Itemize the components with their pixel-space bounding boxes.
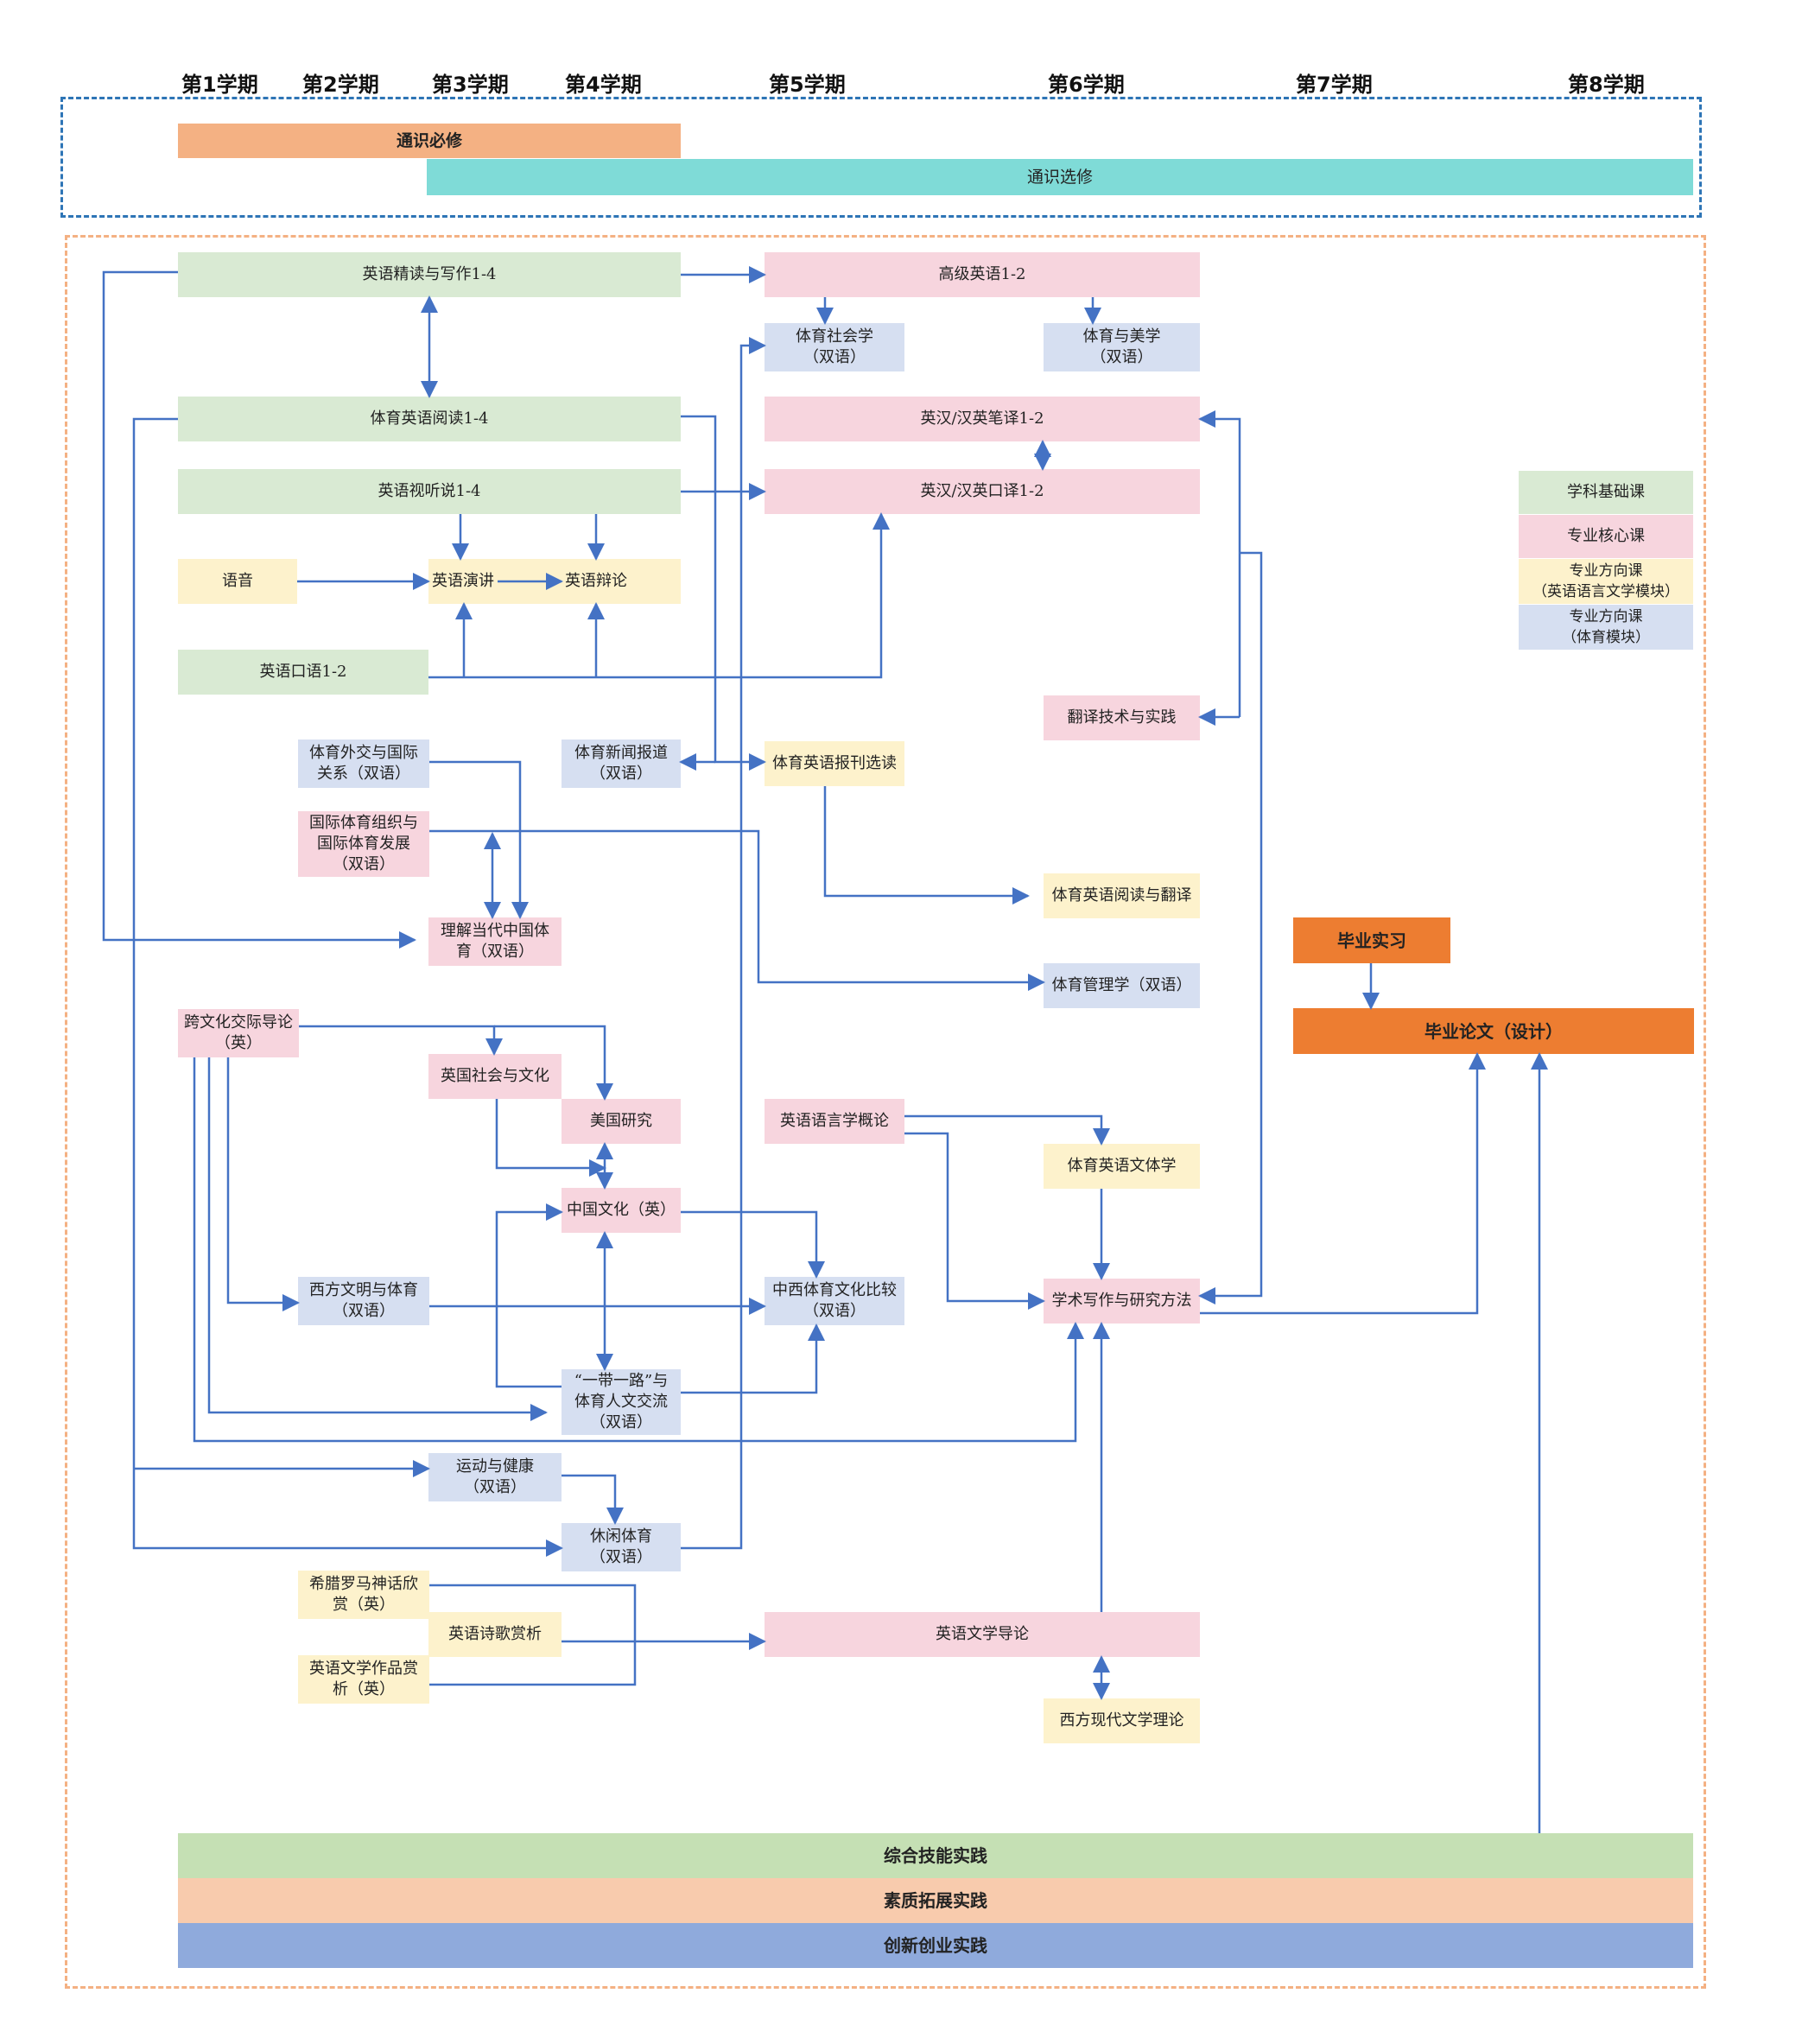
course-sports-news-reporting: 体育新闻报道 （双语） [562,740,681,788]
course-chinese-culture: 中国文化（英） [562,1188,681,1233]
major-courses-frame [65,235,1706,1989]
course-sports-english-newspaper: 体育英语报刊选读 [765,741,904,786]
course-written-translation: 英汉/汉英笔译1-2 [765,397,1200,441]
arrow-intercultural-to-belt-road [207,1057,548,1421]
legend-direction-sports: 专业方向课 （体育模块） [1519,605,1693,650]
semester-8-header: 第8学期 [1568,73,1645,97]
arrow-translation-to-academic [1198,551,1263,1304]
arrow-sports-reading-to-newspaper [681,415,766,771]
arrow-intercultural-to-academic [193,1057,1084,1443]
course-sports-english-reading-translation: 体育英语阅读与翻译 [1044,873,1200,918]
legend-direction-literature: 专业方向课 （英语语言文学模块） [1519,559,1693,604]
semester-1-header: 第1学期 [181,73,258,97]
general-required-bar: 通识必修 [178,124,681,158]
arrow-chinese-culture-loop [495,1203,563,1388]
arrow-oral-to-interpretation [428,512,890,679]
course-intensive-reading-writing: 英语精读与写作1-4 [178,252,681,297]
graduation-internship: 毕业实习 [1293,917,1450,963]
legend-foundation-course: 学科基础课 [1519,471,1693,514]
arrow-academic-to-thesis [1200,1052,1486,1315]
course-academic-writing: 学术写作与研究方法 [1044,1279,1200,1324]
course-english-poetry: 英语诗歌赏析 [428,1612,562,1657]
course-sports-english-reading: 体育英语阅读1-4 [178,397,681,441]
semester-3-header: 第3学期 [432,73,509,97]
arrow-sports-reading-left-trunk [132,417,563,1557]
arrow-linguistics-to-stylistics [904,1114,1110,1146]
course-greek-roman-mythology: 希腊罗马神话欣 赏（英） [298,1571,429,1619]
course-oral-english: 英语口语1-2 [178,650,428,695]
course-western-civilization-sports: 西方文明与体育 （双语） [298,1277,429,1325]
course-understanding-chinese-sports: 理解当代中国体 育（双语） [428,917,562,966]
arrow-intensive-to-understanding [102,270,416,949]
course-belt-and-road: “一带一路”与 体育人文交流 （双语） [562,1369,681,1435]
practice-comprehensive-skills: 综合技能实践 [178,1833,1693,1878]
semester-7-header: 第7学期 [1296,73,1373,97]
course-intercultural-communication: 跨文化交际导论 （英） [178,1009,299,1057]
course-sports-and-health: 运动与健康 （双语） [428,1453,562,1501]
general-elective-bar: 通识选修 [427,159,1693,195]
course-intro-english-literature: 英语文学导论 [765,1612,1200,1657]
course-sports-sociology: 体育社会学 （双语） [765,323,904,371]
semester-2-header: 第2学期 [302,73,379,97]
arrow-intercultural-to-western-civ [226,1057,300,1311]
arrow-diplomacy-to-understanding [429,760,529,919]
course-linguistics: 英语语言学概论 [765,1099,904,1144]
arrow-belt-road-to-comparison [681,1324,825,1394]
course-sports-aesthetics: 体育与美学 （双语） [1044,323,1200,371]
course-leisure-sports: 休闲体育 （双语） [562,1523,681,1571]
course-english-literary-works: 英语文学作品赏 析（英） [298,1655,429,1704]
course-sports-english-stylistics: 体育英语文体学 [1044,1144,1200,1189]
arrow-intercultural-to-american [494,1025,613,1101]
general-education-frame [60,97,1702,218]
arrow-organization-to-management [429,829,1045,991]
course-british-society-culture: 英国社会与文化 [428,1054,562,1099]
course-public-speaking: 英语演讲 [432,572,494,590]
arrow-mythology-bracket [429,1584,637,1686]
arrow-linguistics-to-academic [904,1132,1045,1310]
arrow-newspaper-to-reading-translation [823,786,1030,905]
course-chinese-western-sports-culture: 中西体育文化比较 （双语） [765,1277,904,1325]
arrow-leisure-to-sociology [681,337,766,1550]
course-debate: 英语辩论 [565,572,627,590]
arrow-health-to-leisure [562,1474,624,1525]
semester-4-header: 第4学期 [565,73,642,97]
arrow-intercultural-to-british [299,1025,503,1056]
course-modern-western-literary-theory: 西方现代文学理论 [1044,1698,1200,1743]
practice-quality-development: 素质拓展实践 [178,1878,1693,1923]
course-sports-management: 体育管理学（双语） [1044,963,1200,1008]
legend-core-course: 专业核心课 [1519,515,1693,558]
course-american-studies: 美国研究 [562,1099,681,1144]
practice-innovation-entrepreneurship: 创新创业实践 [178,1923,1693,1968]
semester-5-header: 第5学期 [769,73,846,97]
arrow-chinese-to-comparison [681,1210,825,1279]
course-advanced-english: 高级英语1-2 [765,252,1200,297]
arrow-british-to-chinese [495,1099,606,1177]
course-viewing-listening-speaking: 英语视听说1-4 [178,469,681,514]
arrow-bracket-to-written [1198,410,1241,717]
course-interpretation: 英汉/汉英口译1-2 [765,469,1200,514]
course-sports-diplomacy: 体育外交与国际 关系（双语） [298,740,429,788]
course-phonetics: 语音 [178,559,297,604]
course-international-sports-organizations: 国际体育组织与 国际体育发展 （双语） [298,811,429,877]
semester-6-header: 第6学期 [1048,73,1125,97]
graduation-thesis: 毕业论文（设计） [1293,1008,1694,1054]
course-translation-technology: 翻译技术与实践 [1044,695,1200,740]
